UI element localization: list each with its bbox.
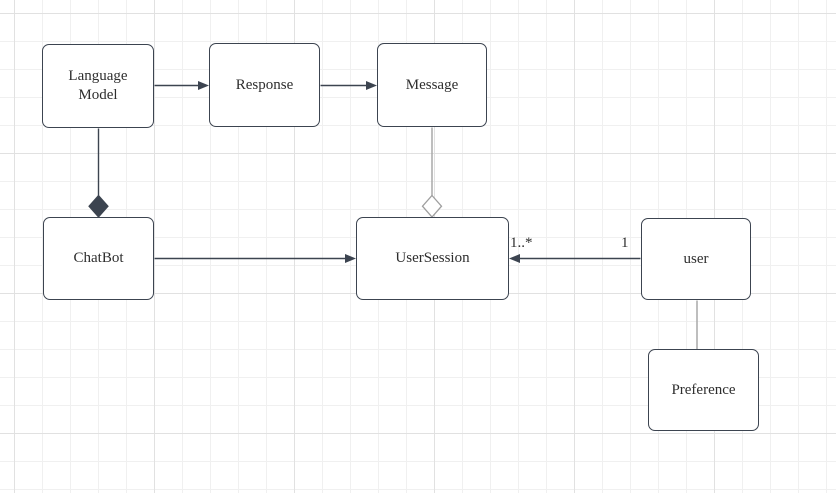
node-message[interactable]: Message <box>377 43 487 127</box>
arrowhead-icon <box>345 254 356 263</box>
composition-diamond-icon <box>88 194 109 218</box>
node-user[interactable]: user <box>641 218 751 300</box>
arrowhead-icon <box>366 81 377 90</box>
node-label: UserSession <box>395 250 470 266</box>
edge-language-model-chatbot-composition[interactable] <box>88 128 109 218</box>
node-label: Language Model <box>68 68 128 103</box>
node-chatbot[interactable]: ChatBot <box>43 217 154 300</box>
node-label: user <box>683 250 709 267</box>
node-label: Message <box>405 76 459 93</box>
multiplicity-label-target[interactable]: 1..* <box>510 235 533 251</box>
node-language-model[interactable]: Language Model <box>42 44 154 128</box>
edge-user-usersession[interactable] <box>509 254 641 263</box>
edge-language-model-response[interactable] <box>154 81 210 90</box>
edge-chatbot-usersession[interactable] <box>154 254 357 263</box>
aggregation-diamond-icon <box>421 194 443 218</box>
multiplicity-label-source[interactable]: 1 <box>621 235 629 251</box>
node-label: Preference <box>671 381 736 398</box>
arrowhead-icon <box>198 81 209 90</box>
arrowhead-icon <box>509 254 520 263</box>
node-label: Response <box>235 76 294 93</box>
node-label: ChatBot <box>73 250 124 266</box>
edge-message-usersession-aggregation[interactable] <box>421 127 443 218</box>
node-usersession[interactable]: UserSession <box>356 217 509 300</box>
node-preference[interactable]: Preference <box>648 349 759 431</box>
node-response[interactable]: Response <box>209 43 320 127</box>
edge-response-message[interactable] <box>320 81 378 90</box>
